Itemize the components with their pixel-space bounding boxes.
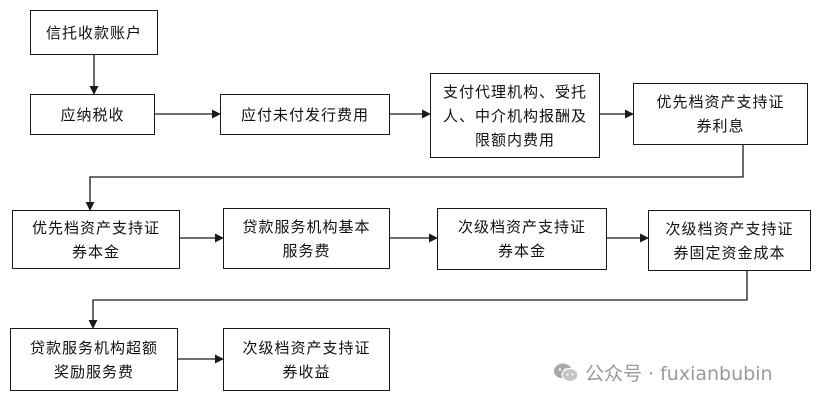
node-subordinated-fixed-cost: 次级档资产支持证券固定资金成本 <box>648 210 811 271</box>
node-subordinated-principal: 次级档资产支持证券本金 <box>437 208 607 270</box>
arrow-n9-n10 <box>88 271 748 329</box>
node-servicer-base-fee: 贷款服务机构基本服务费 <box>223 208 390 269</box>
node-taxes-payable: 应纳税收 <box>30 94 155 135</box>
watermark-text: 公众号 · fuxianbubin <box>585 363 773 385</box>
node-trust-collection-account: 信托收款账户 <box>30 10 158 55</box>
node-agency-trustee-fees: 支付代理机构、受托人、中介机构报酬及限额内费用 <box>430 73 600 158</box>
node-unpaid-issuance-fees: 应付未付发行费用 <box>220 94 390 135</box>
node-senior-interest: 优先档资产支持证券利息 <box>633 83 808 145</box>
node-subordinated-return: 次级档资产支持证券收益 <box>223 328 390 391</box>
node-servicer-excess-fee: 贷款服务机构超额奖励服务费 <box>10 328 178 391</box>
arrow-n5-n6 <box>85 145 744 211</box>
watermark: 公众号 · fuxianbubin <box>553 359 773 386</box>
node-senior-principal: 优先档资产支持证券本金 <box>12 210 180 269</box>
wechat-icon <box>554 363 579 382</box>
